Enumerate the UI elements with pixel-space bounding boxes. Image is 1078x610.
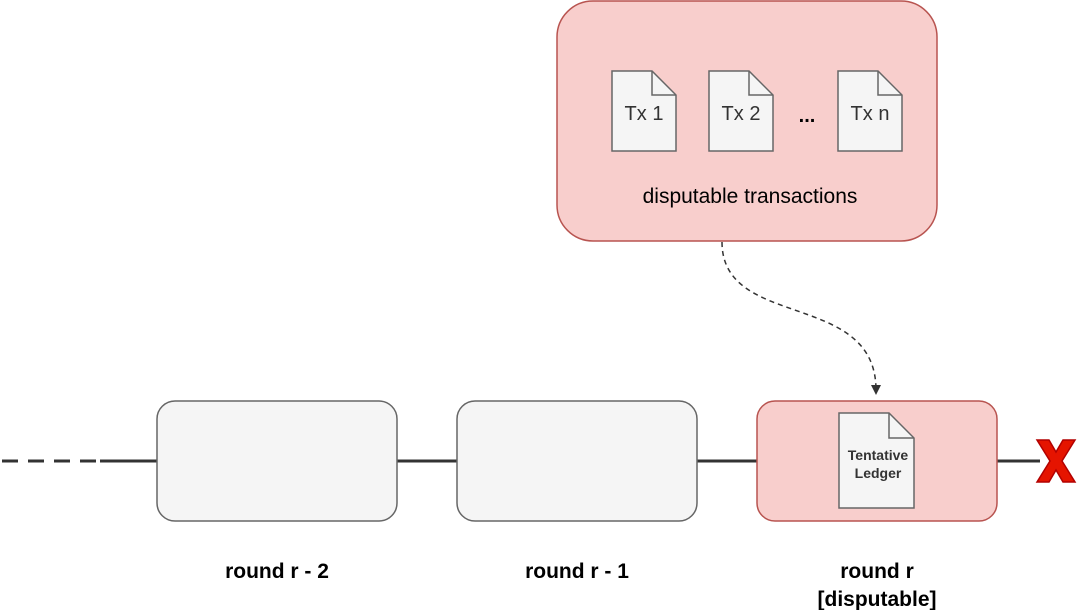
tentative-ledger-label-line1: Tentative bbox=[848, 447, 909, 463]
transactions-ellipsis: ... bbox=[799, 105, 816, 127]
round-r-disputable-label: [disputable] bbox=[818, 588, 937, 610]
tx-2-label: Tx 2 bbox=[722, 103, 761, 125]
disputable-transactions-label: disputable transactions bbox=[643, 185, 858, 208]
round-r-2-label: round r - 2 bbox=[225, 560, 329, 583]
tx-1-label: Tx 1 bbox=[625, 103, 664, 125]
round-r-label: round r bbox=[840, 560, 914, 583]
tx-1-document-icon: Tx 1 bbox=[611, 70, 677, 152]
tx-n-label: Tx n bbox=[851, 103, 890, 125]
round-r-2-block bbox=[156, 400, 398, 522]
tx-2-document-icon: Tx 2 bbox=[708, 70, 774, 152]
tentative-ledger-label-line2: Ledger bbox=[855, 465, 902, 481]
tentative-ledger-document-icon: Tentative Ledger bbox=[838, 412, 915, 509]
round-r-1-block bbox=[456, 400, 698, 522]
round-r-1-label: round r - 1 bbox=[525, 560, 629, 583]
tx-n-document-icon: Tx n bbox=[837, 70, 903, 152]
dispute-connector-arrow bbox=[721, 241, 881, 395]
rejected-x-icon bbox=[1035, 439, 1077, 483]
